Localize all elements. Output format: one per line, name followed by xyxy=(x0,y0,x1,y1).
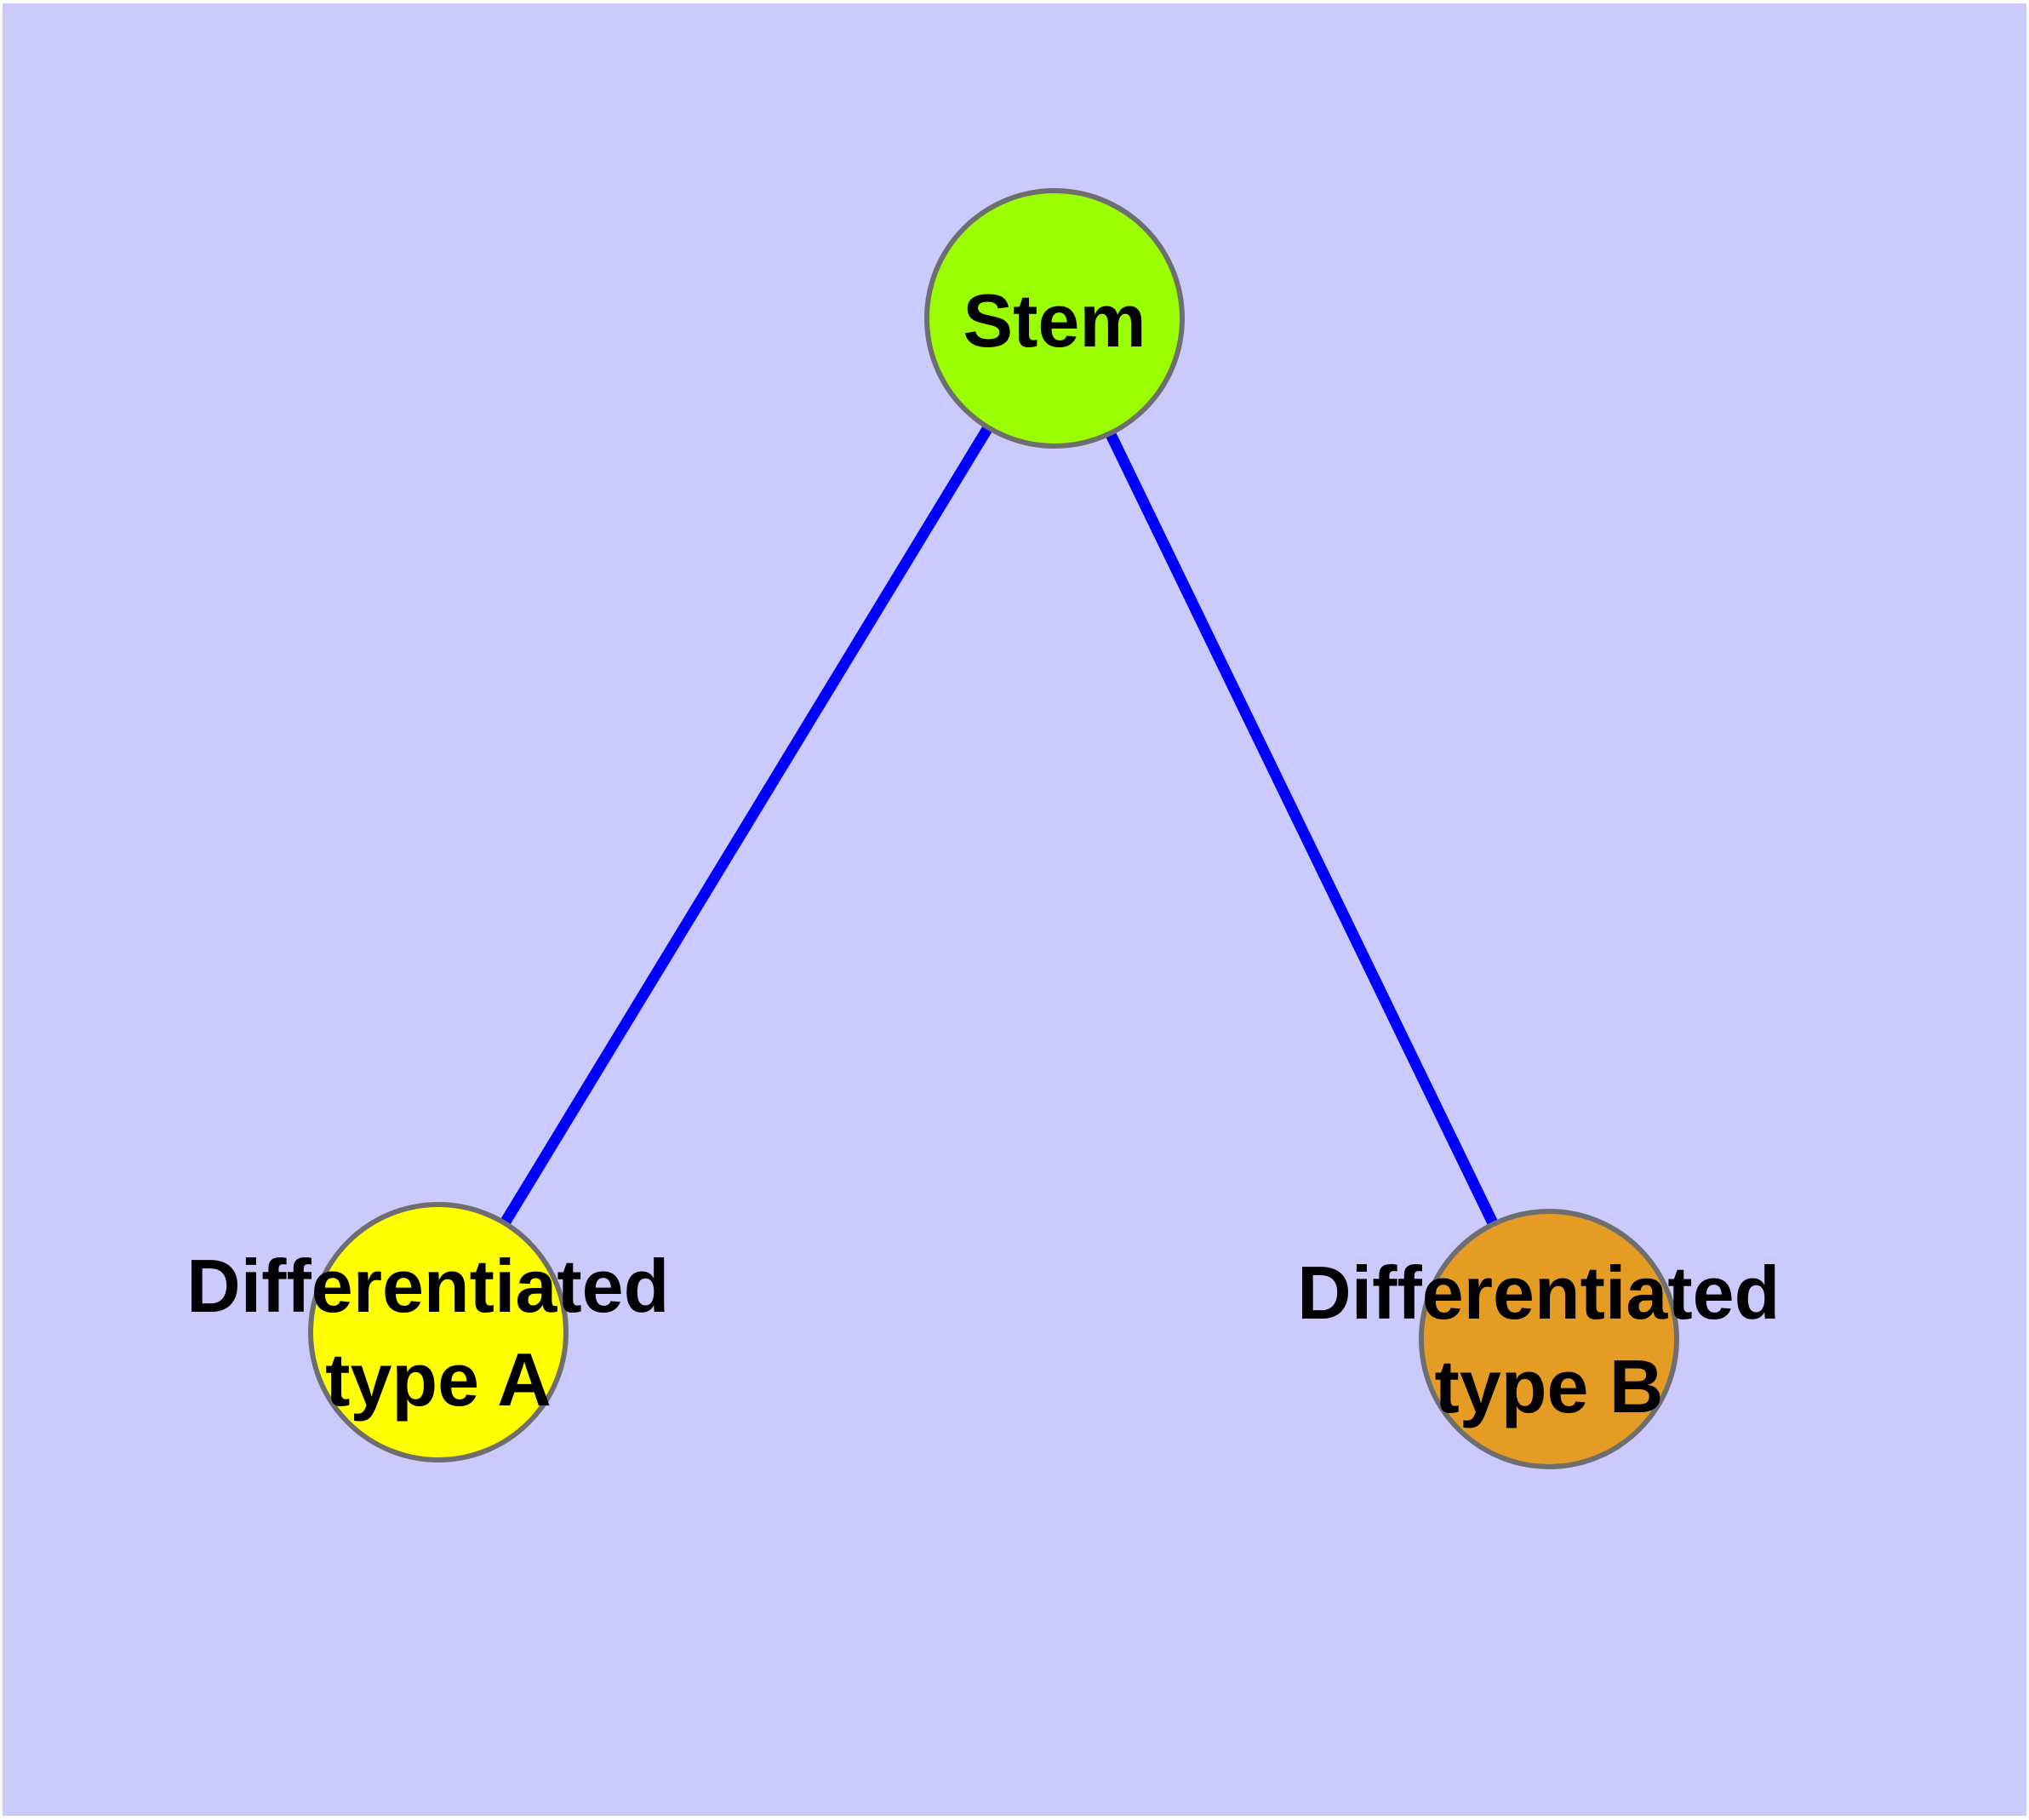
node-stem-label: Stem xyxy=(963,278,1146,363)
node-type-b-label-line2: type B xyxy=(1435,1344,1664,1428)
node-type-b-label-line1: Differentiated xyxy=(1297,1251,1780,1335)
node-differentiated-type-b xyxy=(1419,1209,1679,1469)
node-differentiated-type-a xyxy=(308,1202,569,1462)
node-type-a-label-line1: Differentiated xyxy=(186,1244,669,1328)
node-type-a-label: Differentiated type A xyxy=(186,1244,690,1422)
edge-stem-to-type-b xyxy=(1049,316,1554,1342)
node-stem xyxy=(924,188,1185,449)
node-type-b-label: Differentiated type B xyxy=(1297,1251,1801,1428)
edge-stem-to-type-a xyxy=(433,315,1060,1336)
node-type-a-label-line2: type A xyxy=(325,1337,552,1422)
